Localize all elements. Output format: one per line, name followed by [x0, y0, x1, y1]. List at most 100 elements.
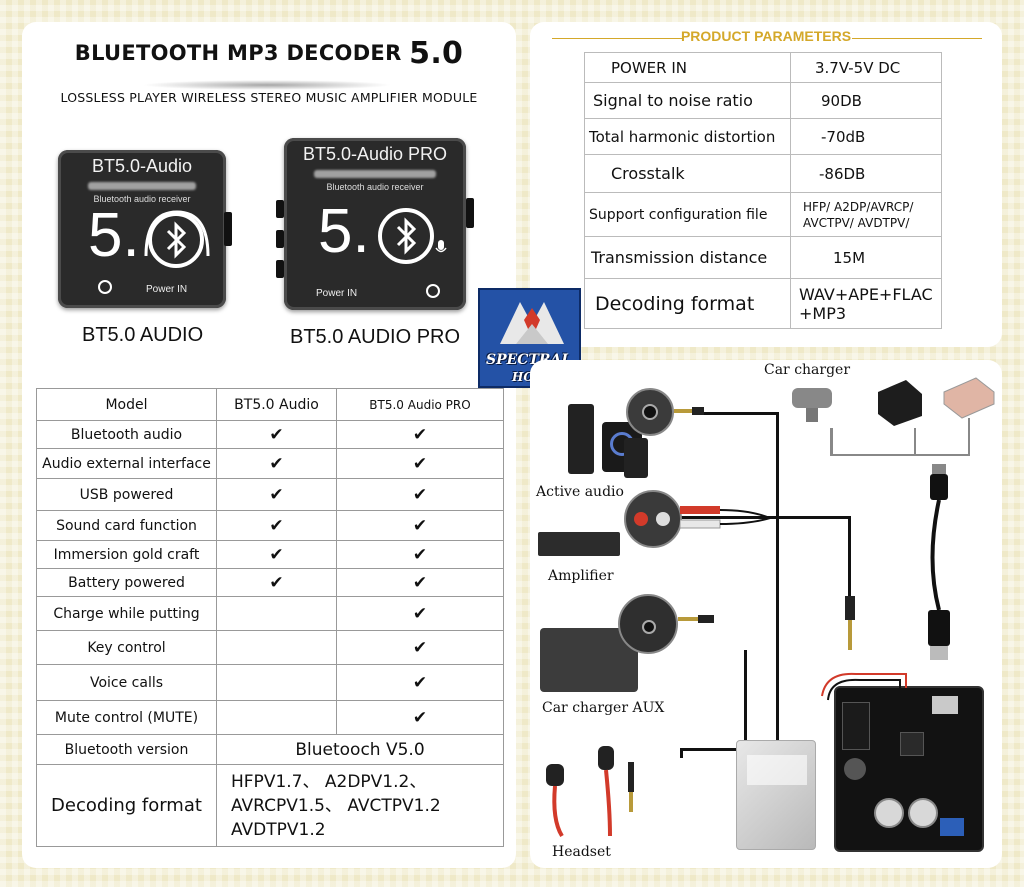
check-icon: ✔ — [216, 568, 337, 597]
wire — [830, 454, 970, 456]
bt50-audio-module: BT5.0-Audio Bluetooth audio receiver 5. … — [58, 150, 232, 308]
param-value: -70dB — [790, 118, 942, 155]
check-icon: ✔ — [336, 420, 504, 449]
wire — [968, 418, 970, 456]
receiver-text: Bluetooth audio receiver — [326, 182, 424, 192]
speaker-right — [624, 438, 648, 478]
table-header-row: Model BT5.0 Audio BT5.0 Audio PRO — [36, 388, 504, 421]
robot-head-icon — [500, 302, 564, 344]
check-icon: ✔ — [336, 478, 504, 511]
side-button — [224, 212, 232, 246]
headphone-port-icon — [426, 284, 440, 298]
rca-port-zoom — [624, 490, 682, 548]
bt50-audio-label: BT5.0 AUDIO — [82, 324, 204, 346]
wire — [821, 672, 907, 701]
feature-cell: Key control — [36, 630, 217, 665]
version-number: 5.0 — [409, 36, 464, 71]
table-row: Key control✔ — [36, 630, 504, 665]
feature-cell: Mute control (MUTE) — [36, 700, 217, 735]
feature-cell: Audio external interface — [36, 448, 217, 479]
active-audio-label: Active audio — [536, 484, 624, 500]
module-screen-title: BT5.0-Audio PRO — [302, 144, 448, 164]
feature-cell: Decoding format — [36, 764, 217, 847]
headphone-icon — [144, 210, 210, 257]
check-icon: ✔ — [336, 700, 504, 735]
table-row: Total harmonic distortion-70dB — [584, 118, 942, 155]
audio-jack-icon — [674, 407, 704, 415]
side-button — [276, 230, 284, 248]
side-button — [276, 200, 284, 218]
big-five: 5. — [88, 201, 140, 270]
feature-cell: Charge while putting — [36, 596, 217, 631]
usb-cable-icon — [928, 464, 950, 660]
table-row: Charge while putting ✔ — [36, 596, 504, 631]
audio-jack-icon — [678, 615, 714, 623]
param-name: POWER IN — [584, 52, 791, 83]
wire — [702, 412, 778, 415]
main-title-text: BLUETOOTH MP3 DECODER — [74, 41, 402, 65]
check-icon: ✔ — [336, 448, 504, 479]
feature-cell: Voice calls — [36, 664, 217, 701]
audio-jack-icon — [845, 596, 855, 650]
wiring-diagram-panel: Car charger Active audio Amplifier Car c… — [530, 360, 1002, 868]
car-charger-label: Car charger — [764, 362, 851, 378]
decoding-line: AVRCPV1.5、 AVCTPV1.2 — [231, 795, 441, 816]
decoding-format-value: HFPV1.7、 A2DPV1.2、 AVRCPV1.5、 AVCTPV1.2 … — [216, 764, 504, 847]
subtitle: LOSSLESS PLAYER WIRELESS STEREO MUSIC AM… — [60, 90, 478, 105]
check-icon: ✔ — [336, 596, 504, 631]
wire — [680, 748, 778, 751]
car-charger-icon — [792, 388, 832, 422]
power-in-label: Power IN — [146, 284, 188, 295]
blurred-text — [88, 182, 196, 190]
param-name: Support configuration file — [584, 192, 791, 237]
feature-cell: Immersion gold craft — [36, 540, 217, 569]
power-in-label: Power IN — [316, 288, 358, 299]
module-screen-title: BT5.0-Audio — [91, 156, 193, 176]
param-value: 3.7V-5V DC — [790, 52, 942, 83]
check-icon: ✔ — [216, 420, 337, 449]
bluetooth-icon — [378, 208, 434, 264]
rca-cable-icon — [680, 506, 771, 529]
feature-cell: Battery powered — [36, 568, 217, 597]
check-icon — [216, 596, 337, 631]
wire — [848, 516, 851, 606]
table-row: Crosstalk-86DB — [584, 154, 942, 193]
headset-icon — [546, 746, 634, 838]
table-row: Bluetooth audio✔✔ — [36, 420, 504, 449]
param-value: 90DB — [790, 82, 942, 119]
bt-version-value: Bluetooch V5.0 — [216, 734, 504, 765]
check-icon — [216, 664, 337, 701]
side-button — [276, 260, 284, 278]
header-bt50-audio: BT5.0 Audio — [216, 388, 337, 421]
check-icon: ✔ — [336, 540, 504, 569]
parameters-title: PRODUCT PARAMETERS — [680, 28, 852, 44]
param-name: Signal to noise ratio — [584, 82, 791, 119]
car-aux-label: Car charger AUX — [542, 700, 665, 716]
left-panel: BLUETOOTH MP3 DECODER 5.0 LOSSLESS PLAYE… — [22, 22, 516, 868]
table-row: Audio external interface✔✔ — [36, 448, 504, 479]
battery — [736, 740, 816, 850]
side-button — [466, 198, 474, 228]
param-name: Crosstalk — [584, 154, 791, 193]
table-row: Battery powered✔✔ — [36, 568, 504, 597]
big-five: 5. — [318, 197, 370, 266]
headset-label: Headset — [552, 844, 611, 860]
header-model: Model — [36, 388, 217, 421]
check-icon: ✔ — [336, 664, 504, 701]
circuit-board — [834, 686, 984, 852]
power-bank-icon — [943, 377, 995, 419]
blurred-text — [314, 170, 436, 178]
check-icon: ✔ — [336, 568, 504, 597]
wire — [830, 428, 833, 456]
decoding-line: AVDTPV1.2 — [231, 819, 326, 840]
divider — [852, 38, 982, 39]
table-row: USB powered✔✔ — [36, 478, 504, 511]
check-icon — [216, 630, 337, 665]
header-bt50-audio-pro: BT5.0 Audio PRO — [336, 388, 504, 421]
speaker-left — [568, 404, 594, 474]
wire — [776, 412, 779, 748]
bt50-audio-pro-module: BT5.0-Audio PRO Bluetooth audio receiver… — [276, 138, 474, 310]
